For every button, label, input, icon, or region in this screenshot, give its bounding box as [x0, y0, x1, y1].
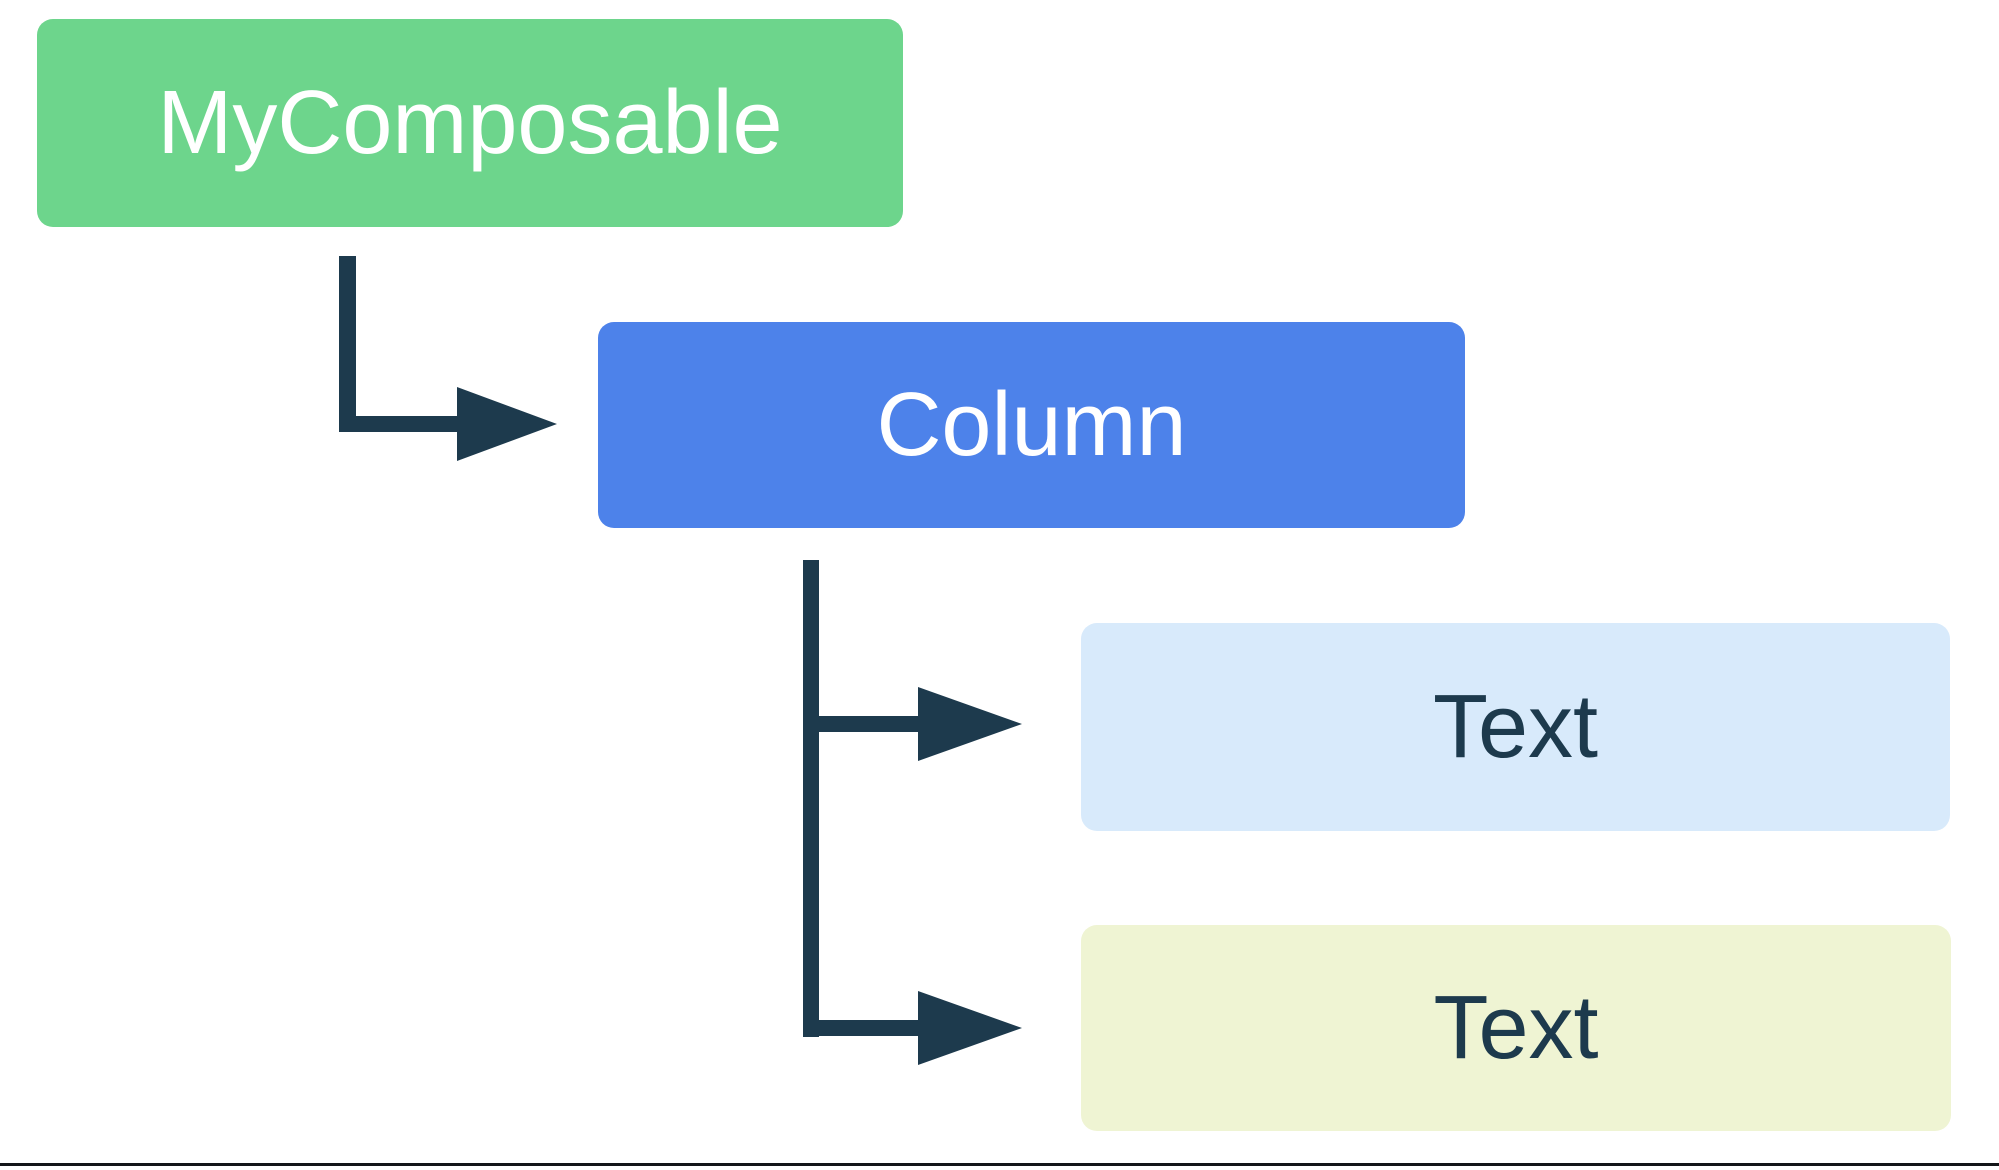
- connector-mycomposable-column-vertical: [339, 256, 356, 432]
- node-text-1: Text: [1081, 623, 1950, 831]
- node-text-2: Text: [1081, 925, 1951, 1131]
- node-text-2-label: Text: [1433, 978, 1599, 1078]
- node-mycomposable: MyComposable: [37, 19, 903, 227]
- arrowhead-icon-column: [457, 387, 557, 461]
- bottom-border-line: [0, 1163, 1999, 1166]
- node-column-label: Column: [876, 375, 1187, 475]
- arrowhead-icon-text1: [918, 687, 1022, 761]
- connector-mycomposable-column-horizontal: [339, 416, 460, 432]
- arrowhead-icon-text2: [918, 991, 1022, 1065]
- connector-column-children-vertical: [803, 560, 819, 1037]
- node-column: Column: [598, 322, 1465, 528]
- connector-column-text1-horizontal: [803, 716, 921, 732]
- node-text-1-label: Text: [1432, 677, 1599, 777]
- node-mycomposable-label: MyComposable: [157, 73, 783, 173]
- connector-column-text2-horizontal: [803, 1020, 921, 1036]
